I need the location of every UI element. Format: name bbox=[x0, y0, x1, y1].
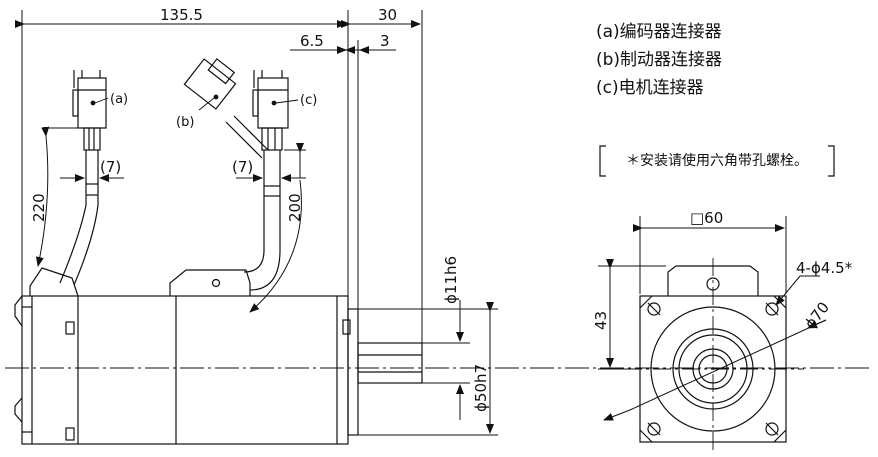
dim-pilot-diameter: ϕ50h7 bbox=[472, 364, 490, 412]
dim-flange-thickness: 6.5 bbox=[300, 32, 324, 50]
note-bracket-left bbox=[599, 145, 606, 177]
cable-length-dims bbox=[35, 126, 306, 313]
dim-strain-relief-left: (7) bbox=[100, 158, 121, 176]
legend-item-motor: (c)电机连接器 bbox=[596, 78, 704, 98]
encoder-cable bbox=[59, 127, 101, 286]
mounting-note: ＊安装请使用六角带孔螺栓。 bbox=[626, 153, 808, 169]
dim-bolt-circle: ϕ70 bbox=[801, 299, 833, 333]
diameter-dims bbox=[358, 300, 498, 436]
motor-cable bbox=[243, 127, 283, 291]
dim-brake-cable-length: 200 bbox=[286, 193, 304, 222]
dim-flange-square: □60 bbox=[690, 209, 723, 227]
connector-label-c: (c) bbox=[300, 93, 317, 108]
dim-shaft-step: 3 bbox=[380, 32, 390, 50]
brake-cable bbox=[183, 58, 269, 159]
motor-connector bbox=[252, 70, 299, 129]
dim-shaft-length: 30 bbox=[378, 6, 397, 24]
note-bracket-right bbox=[828, 145, 835, 177]
connector-label-a: (a) bbox=[110, 92, 128, 107]
legend-item-brake: (b)制动器连接器 bbox=[596, 50, 723, 70]
dim-overall-length: 135.5 bbox=[160, 6, 203, 24]
dim-mounting-holes: 4-ϕ4.5* bbox=[796, 259, 853, 277]
connector-boss bbox=[29, 267, 251, 297]
motor-body bbox=[14, 295, 351, 445]
top-dimensions bbox=[15, 10, 423, 343]
connector-label-b: (b) bbox=[176, 115, 194, 130]
dim-shaft-diameter: ϕ11h6 bbox=[442, 256, 460, 304]
dim-strain-relief-right: (7) bbox=[232, 158, 253, 176]
dim-height-to-flat: 43 bbox=[592, 311, 610, 330]
legend-item-encoder: (a)编码器连接器 bbox=[596, 22, 722, 42]
flange-and-shaft bbox=[347, 308, 423, 436]
encoder-connector bbox=[72, 70, 109, 129]
dim-encoder-cable-length: 220 bbox=[30, 193, 48, 222]
front-view-dims bbox=[598, 216, 827, 421]
